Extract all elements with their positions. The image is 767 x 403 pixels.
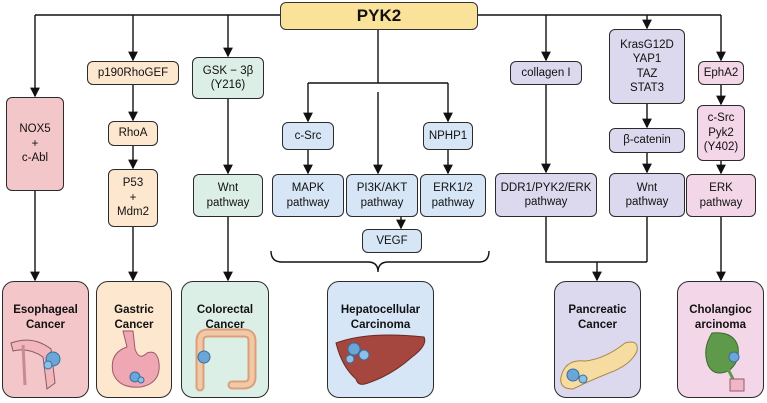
rhoa-node: RhoA	[108, 121, 158, 146]
pancreatic-cancer-card: Pancreatic Cancer	[554, 281, 641, 398]
erk-pathway-node: ERK pathway	[686, 174, 756, 217]
pyk2-root: PYK2	[280, 2, 478, 30]
colorectal-cancer-label: Colorectal Cancer	[196, 304, 254, 331]
mapk-pathway-node: MAPK pathway	[272, 174, 344, 217]
kras-yap-taz-stat3-node: KrasG12D YAP1 TAZ STAT3	[609, 29, 685, 104]
gallbladder-icon	[705, 332, 745, 392]
gsk3b-node: GSK − 3β (Y216)	[192, 57, 264, 99]
colon-icon	[195, 328, 257, 392]
pancreatic-cancer-label: Pancreatic Cancer	[568, 304, 627, 331]
erk12-pathway-node: ERK1/2 pathway	[420, 174, 486, 217]
collagen-node: collagen I	[510, 61, 582, 85]
liver-icon	[335, 334, 426, 385]
beta-catenin-node: β-catenin	[609, 128, 685, 153]
nox5-node: NOX5 + c-Abl	[6, 97, 64, 191]
gastric-cancer-label: Gastric Cancer	[114, 304, 154, 331]
esophageal-cancer-card: Esophageal Cancer	[2, 281, 89, 398]
p190rhogef-node: p190RhoGEF	[87, 61, 179, 85]
pancreas-icon	[560, 341, 638, 390]
hepatocellular-carcinoma-card: Hepatocellular Carcinoma	[327, 281, 434, 398]
esophageal-cancer-label: Esophageal Cancer	[13, 304, 78, 331]
cholangiocarcinoma-card: Cholangioc arcinoma	[677, 281, 764, 398]
cholangiocarcinoma-label: Cholangioc arcinoma	[689, 304, 752, 331]
hepatocellular-carcinoma-label: Hepatocellular Carcinoma	[340, 304, 421, 331]
wnt-pathway-node-left: Wnt pathway	[193, 174, 263, 217]
epha2-node: EphA2	[698, 61, 744, 85]
pi3k-akt-pathway-node: PI3K/AKT pathway	[346, 174, 418, 217]
vegf-node: VEGF	[362, 229, 422, 253]
nphp1-node: NPHP1	[423, 122, 473, 150]
wnt-pathway-node-right: Wnt pathway	[609, 173, 685, 217]
ddr1-pyk2-erk-pathway-node: DDR1/PYK2/ERK pathway	[495, 173, 597, 217]
p53-node: P53 + Mdm2	[108, 169, 158, 227]
gastric-cancer-card: Gastric Cancer	[96, 281, 172, 398]
colorectal-cancer-card: Colorectal Cancer	[181, 281, 269, 398]
csrc-node-hcc: c-Src	[282, 122, 334, 150]
stomach-icon	[111, 330, 160, 388]
csrc-pyk2-y402-node: c-Src Pyk2 (Y402)	[697, 105, 745, 161]
esophagus-icon	[10, 339, 61, 390]
